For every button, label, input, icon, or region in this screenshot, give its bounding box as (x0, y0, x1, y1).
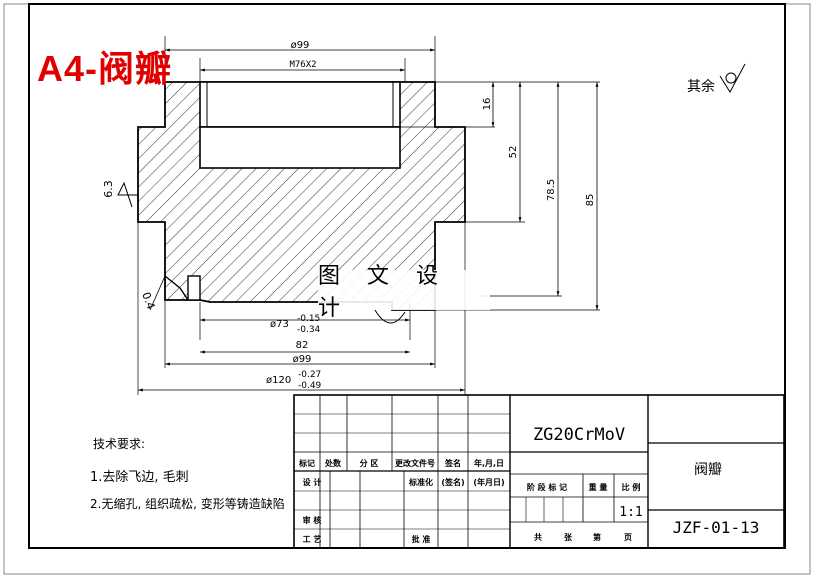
roughness-note: 其余 (687, 78, 715, 95)
material: ZG20CrMoV (533, 425, 625, 445)
stage-header-mark: 阶 段 标 记 (527, 482, 567, 492)
sheet-label-sheets: 张 (564, 533, 573, 542)
dim-85: 85 (585, 194, 596, 207)
inner-bore (199, 126, 401, 169)
stage-header-weight: 重 量 (589, 482, 608, 492)
dim-120-tol-up: -0.27 (298, 370, 321, 380)
drawing-number: JZF-01-13 (673, 518, 760, 537)
dim-52: 52 (508, 146, 519, 159)
rev-header-date: 年,月,日 (474, 458, 504, 468)
tech-req-item2: 2.无缩孔, 组织疏松, 变形等铸造缺陷 (90, 496, 285, 511)
label-review: 审 核 (303, 515, 322, 525)
thread-bore (199, 81, 401, 128)
dim-73: ø73 (270, 319, 289, 330)
rev-header-sign: 签名 (444, 458, 461, 468)
roughness-symbol (719, 63, 746, 93)
rev-header-doc: 更改文件号 (395, 458, 435, 468)
dim-99: ø99 (293, 354, 312, 365)
label-design: 设 计 (303, 477, 322, 487)
sheet-label-total: 共 (534, 532, 542, 542)
label-process: 工 艺 (303, 534, 322, 544)
center-arc (374, 309, 406, 324)
watermark: 图 文 设 计 (318, 264, 490, 321)
tech-req-heading: 技术要求: (93, 437, 145, 451)
title-stamp: A4-阀瓣 (37, 48, 173, 89)
surface-finish-symbol (117, 181, 138, 208)
dim-73-tol-low: -0.34 (297, 325, 321, 335)
dim-120: ø120 (266, 375, 291, 386)
label-approve: 批 准 (412, 534, 431, 544)
chamfer-leader (149, 275, 166, 311)
scale-value: 1:1 (619, 505, 642, 520)
rev-header-zone: 分 区 (360, 458, 379, 468)
label-sign: (签名) (441, 477, 464, 487)
sheet-label-no: 第 (593, 532, 601, 542)
label-standardize: 标准化 (408, 477, 433, 487)
part-name: 阀瓣 (694, 462, 722, 478)
tech-req-item1: 1.去除飞边, 毛刺 (90, 470, 189, 485)
roughness-circle (725, 72, 737, 84)
dim-120-tol-low: -0.49 (298, 381, 322, 391)
rev-header-count: 处数 (324, 458, 342, 468)
dim-16: 16 (482, 98, 493, 111)
dimension-lines (138, 48, 599, 392)
groove (187, 275, 201, 301)
dim-thread: M76X2 (289, 60, 316, 70)
surface-finish-value: 6.3 (102, 180, 115, 198)
sheet-label-page: 页 (624, 533, 632, 542)
dim-73-tol-up: -0.15 (297, 314, 320, 324)
dim-82: 82 (296, 340, 309, 351)
dim-bore-top: ø99 (291, 40, 310, 51)
stage-header-scale: 比 例 (622, 482, 641, 492)
chamfer-value: 0.4 (139, 290, 157, 311)
label-date: (年月日) (473, 477, 504, 487)
chamfer-edge (164, 275, 189, 301)
rev-header-mark: 标记 (298, 458, 315, 468)
dim-78-5: 78.5 (546, 179, 557, 201)
title-block (293, 394, 785, 549)
extension-lines (137, 36, 600, 395)
